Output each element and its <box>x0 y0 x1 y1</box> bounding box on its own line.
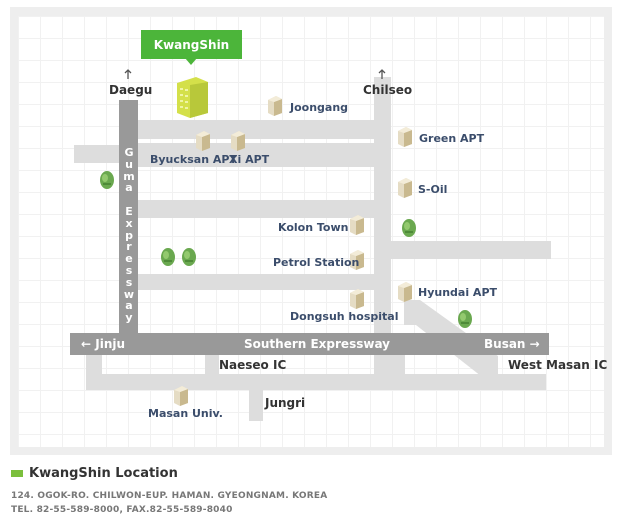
road-petrol <box>132 274 375 290</box>
address-text: 124. OGOK-RO. CHILWON-EUP. HAMAN. GYEONG… <box>11 491 328 501</box>
label-jungri: Jungri <box>265 396 306 410</box>
road-kolon <box>132 200 375 218</box>
kwangshin-marker[interactable]: KwangShin <box>141 30 242 59</box>
label-chilseo: Chilseo <box>363 83 413 97</box>
label-petrol-station: Petrol Station <box>273 256 360 269</box>
tree-icon <box>100 171 114 189</box>
expressways <box>70 100 549 355</box>
building-petrol-icon <box>350 250 364 270</box>
label-kolon-town: Kolon Town <box>278 221 349 234</box>
road-jungri-v <box>249 387 263 421</box>
building-green-apt-icon <box>398 127 412 147</box>
road-left-short <box>86 355 102 389</box>
road-right-short <box>389 355 405 387</box>
location-legend: KwangShin Location <box>11 466 178 481</box>
building-hyundai-icon <box>398 282 412 302</box>
building-byucksan-icon <box>196 131 210 151</box>
kwangshin-building-icon <box>177 77 208 118</box>
label-busan: Busan → <box>484 337 540 351</box>
legend-square-icon <box>11 470 23 477</box>
tree-icon <box>458 310 472 328</box>
legend-title: KwangShin Location <box>29 466 178 481</box>
building-dongsuh-icon <box>350 289 364 309</box>
building-xi-apt-icon <box>231 131 245 151</box>
label-hyundai-apt: Hyundai APT <box>418 286 498 299</box>
road-mid-2 <box>132 143 375 167</box>
label-masan-univ: Masan Univ. <box>148 407 223 420</box>
guma-expressway-road <box>119 100 138 334</box>
label-naeseo-ic: Naeseo IC <box>219 358 287 372</box>
tree-icons <box>100 171 472 328</box>
road-lower-left <box>86 374 546 390</box>
label-joongang: Joongang <box>290 101 349 114</box>
southern-expressway-label: Southern Expressway <box>244 337 390 351</box>
contact-text: TEL. 82-55-589-8000, FAX.82-55-589-8040 <box>11 505 233 515</box>
building-masan-univ-icon <box>174 386 188 406</box>
building-icons <box>174 96 412 406</box>
label-byucksan-apt: Byucksan APT <box>150 153 237 166</box>
southern-expressway-road <box>70 333 549 355</box>
label-jinju: ← Jinju <box>81 337 126 351</box>
label-west-masan-ic: West Masan IC <box>508 358 608 372</box>
road-naeseo-v <box>205 355 219 375</box>
building-joongang-icon <box>268 96 282 116</box>
tree-icon <box>182 248 196 266</box>
local-roads <box>74 77 551 421</box>
label-green-apt: Green APT <box>419 132 485 145</box>
label-xi-apt: Xi APT <box>229 153 270 166</box>
building-kolon-icon <box>350 215 364 235</box>
label-s-oil: S-Oil <box>418 183 448 196</box>
label-dongsuh-hospital: Dongsuh hospital <box>290 310 399 323</box>
marker-pointer <box>185 58 197 65</box>
road-right-h <box>389 241 551 259</box>
building-s-oil-icon <box>398 178 412 198</box>
road-center-v <box>374 77 391 377</box>
arrow-chilseo-icon <box>378 69 386 79</box>
tree-icon <box>161 248 175 266</box>
label-daegu: Daegu <box>109 83 153 97</box>
tree-icon <box>402 219 416 237</box>
arrow-daegu-icon <box>124 69 132 79</box>
direction-arrows <box>124 69 386 79</box>
road-top <box>132 120 375 139</box>
